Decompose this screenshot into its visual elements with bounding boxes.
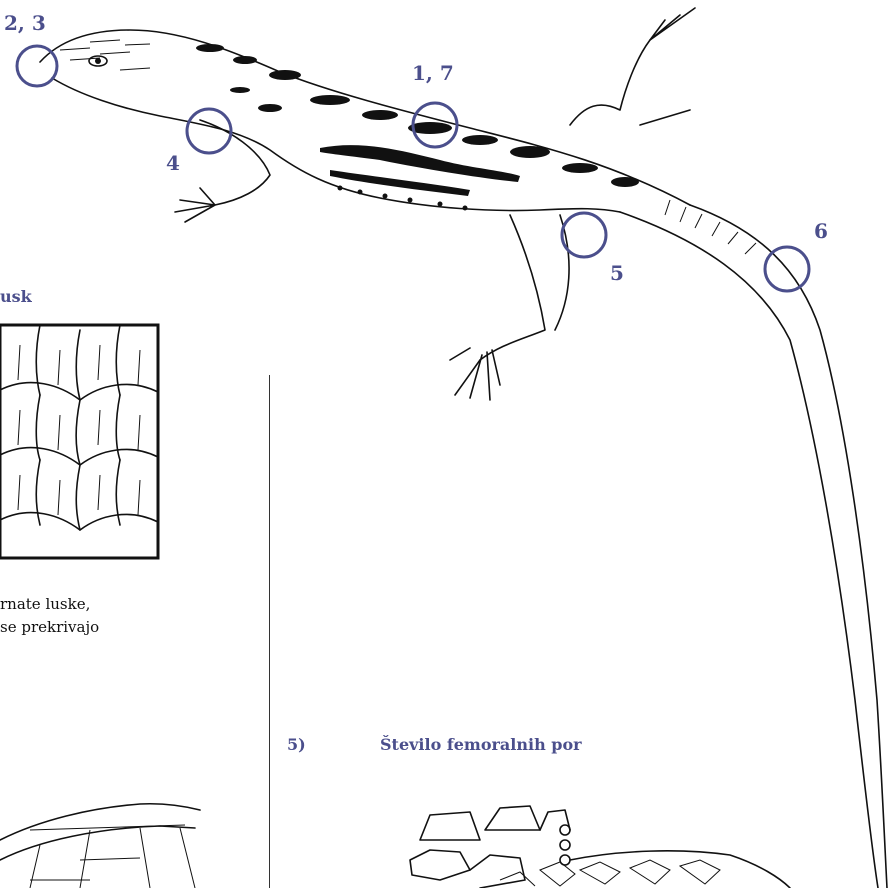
callout-label-2-3: 2, 3 xyxy=(4,11,46,35)
callout-label-1-7: 1, 7 xyxy=(412,61,454,85)
head-scales-drawing xyxy=(0,804,200,888)
callout-circle-2-3 xyxy=(17,46,57,86)
scale-pattern-box xyxy=(0,325,158,558)
scales-caption-line-1: rnate luske, xyxy=(0,594,90,615)
column-divider xyxy=(269,375,270,888)
callout-circle-5 xyxy=(562,213,606,257)
callout-label-6: 6 xyxy=(814,219,828,243)
section-5-number: 5) xyxy=(287,735,306,754)
scales-caption-line-2: se prekrivajo xyxy=(0,617,99,638)
lizard-illustration xyxy=(40,8,887,888)
section-5-title: Število femoralnih por xyxy=(380,735,582,754)
scales-heading-fragment: usk xyxy=(0,287,32,306)
callout-label-5: 5 xyxy=(610,261,624,285)
callout-label-4: 4 xyxy=(166,151,180,175)
femoral-pores-drawing xyxy=(410,806,790,888)
